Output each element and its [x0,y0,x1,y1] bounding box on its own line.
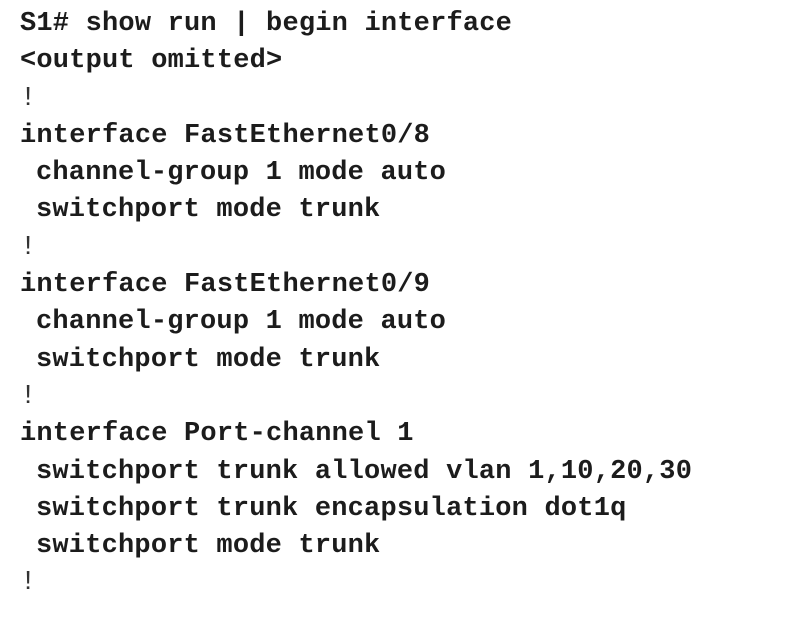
interface-header-line: interface FastEthernet0/9 [20,270,431,301]
output-omitted-line: <output omitted> [20,46,283,77]
separator-line: ! [20,232,37,263]
config-line: channel-group 1 mode auto [36,307,447,338]
separator-line: ! [20,568,37,599]
config-line: switchport trunk encapsulation dot1q [36,493,627,524]
config-line: switchport mode trunk [36,344,381,375]
interface-header-line: interface FastEthernet0/8 [20,120,431,151]
config-line: switchport mode trunk [36,531,381,562]
separator-line: ! [20,83,37,114]
interface-header-line: interface Port-channel 1 [20,419,414,450]
command-prompt-line: S1# show run | begin interface [20,9,513,39]
config-line: channel-group 1 mode auto [36,158,447,189]
config-line: switchport trunk allowed vlan 1,10,20,30 [36,456,693,487]
config-line: switchport mode trunk [36,195,381,226]
separator-line: ! [20,381,37,412]
